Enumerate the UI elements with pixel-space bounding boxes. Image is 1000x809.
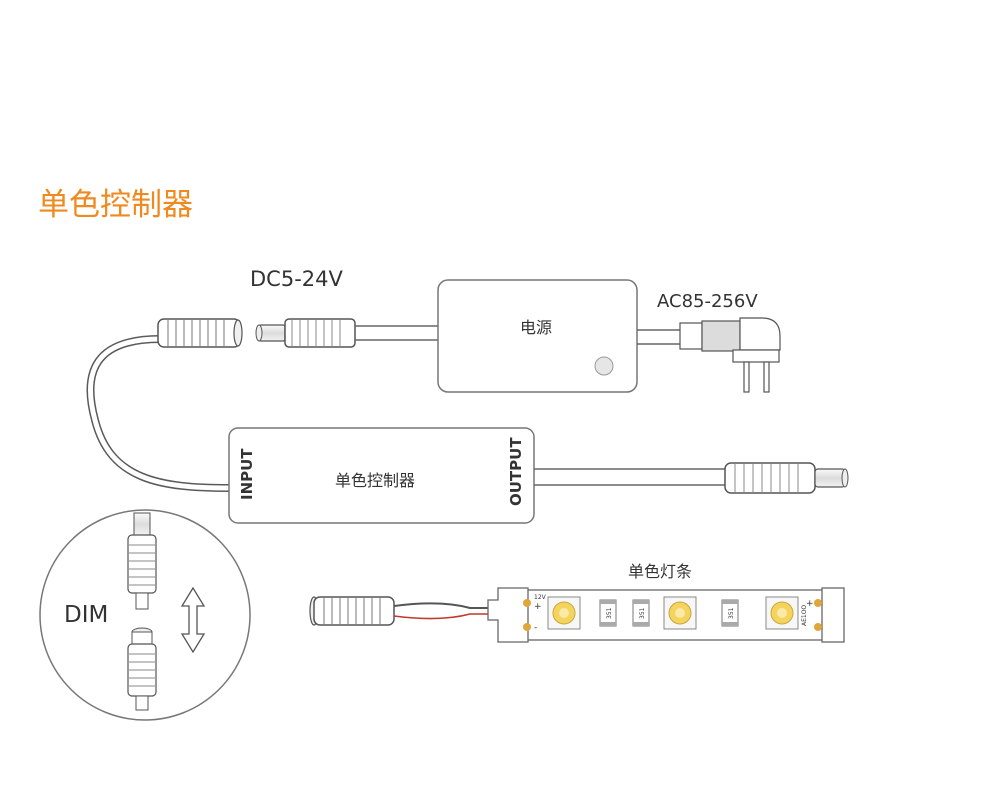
strip-voltage-label: 12V xyxy=(534,594,547,601)
strip-wire-red xyxy=(393,613,500,620)
diagram-title: 单色控制器 xyxy=(38,187,193,223)
power-indicator-icon xyxy=(594,356,614,376)
up-down-arrow-icon xyxy=(180,586,206,654)
ac-cable xyxy=(637,329,680,345)
strip-wire-black xyxy=(393,602,500,609)
strip-code-label: AE1OO xyxy=(801,605,808,626)
ac-wall-plug-icon xyxy=(679,317,781,393)
input-cable xyxy=(86,335,234,492)
led-chip-icon xyxy=(547,596,581,630)
female-dc-jack-icon xyxy=(157,318,243,348)
input-label: INPUT xyxy=(238,448,256,500)
strip-plus-label: + xyxy=(534,602,542,612)
output-cable xyxy=(534,468,725,486)
controller-label: 单色控制器 xyxy=(335,471,415,490)
resistor-icon: 351 xyxy=(599,599,617,627)
dim-detail-circle xyxy=(39,509,251,721)
strip-female-jack-icon xyxy=(309,596,395,626)
dc-cable xyxy=(355,325,438,341)
strip-end-plus-label: + xyxy=(806,599,814,609)
dim-female-jack-icon xyxy=(127,627,157,711)
strip-minus-label: - xyxy=(534,623,537,633)
resistor-icon: 351 xyxy=(721,599,739,627)
dim-label: DIM xyxy=(64,602,108,628)
strip-label: 单色灯条 xyxy=(628,562,692,581)
dc-voltage-label: DC5-24V xyxy=(250,267,343,291)
svg-text:351: 351 xyxy=(639,607,646,619)
power-supply-box xyxy=(437,279,638,393)
power-supply-label: 电源 xyxy=(520,318,552,337)
ac-voltage-label: AC85-256V xyxy=(657,291,758,312)
strip-connector-icon xyxy=(487,587,529,643)
resistor-icon: 351 xyxy=(632,599,650,627)
led-chip-icon xyxy=(663,596,697,630)
svg-text:351: 351 xyxy=(606,607,613,619)
led-chip-icon xyxy=(765,596,799,630)
output-male-plug-icon xyxy=(724,462,849,494)
output-label: OUTPUT xyxy=(507,437,525,506)
svg-text:351: 351 xyxy=(728,607,735,619)
strip-end-cap xyxy=(821,587,845,643)
male-dc-plug-icon xyxy=(255,318,356,348)
dim-male-plug-icon xyxy=(127,512,157,610)
controller-box xyxy=(228,427,535,524)
